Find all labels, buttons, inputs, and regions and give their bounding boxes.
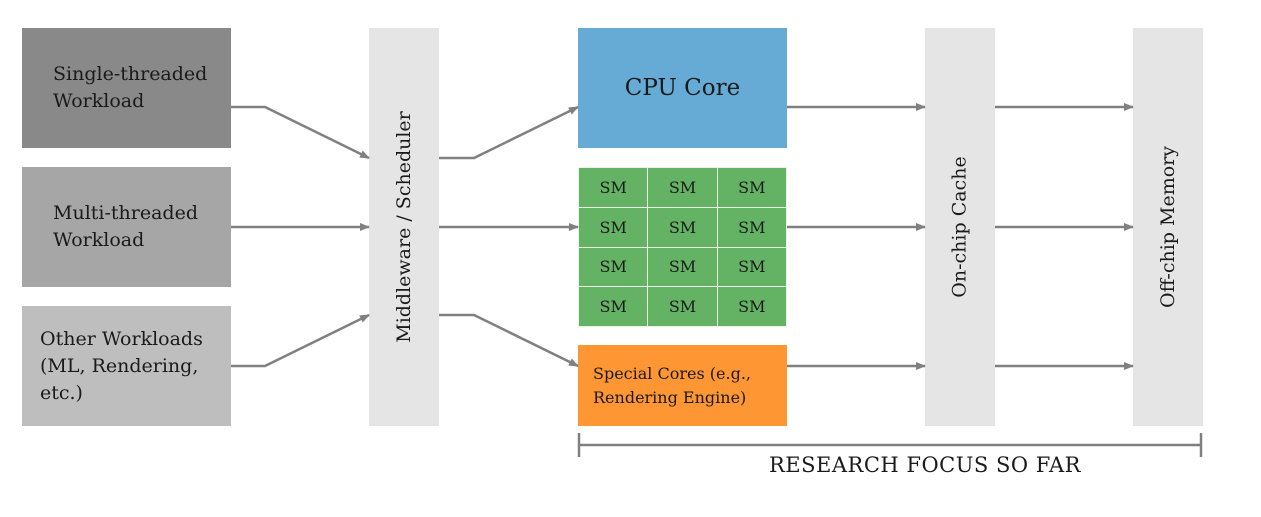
cpu-core: CPU Core [578, 28, 787, 148]
arrow-single-to-middleware [231, 105, 370, 160]
sm-cell: SM [717, 168, 786, 207]
on-chip-cache: On-chip Cache [925, 28, 995, 426]
cpu-core-label: CPU Core [624, 75, 741, 101]
research-focus-label: RESEARCH FOCUS SO FAR [768, 453, 1081, 477]
research-focus-bracket [577, 433, 1203, 457]
special-cores-label: Special Cores (e.g., Rendering Engine) [593, 363, 751, 407]
sm-cell: SM [717, 207, 786, 247]
workload-multi-threaded: Multi-threaded Workload [22, 167, 231, 287]
arrow-other-to-middleware [231, 313, 370, 368]
sm-cell: SM [717, 247, 786, 287]
sm-cell: SM [648, 207, 717, 247]
workload-other: Other Workloads (ML, Rendering, etc.) [22, 306, 231, 426]
arrow-middleware-to-special [439, 313, 579, 368]
sm-cell: SM [579, 168, 648, 207]
special-cores: Special Cores (e.g., Rendering Engine) [578, 345, 787, 426]
sm-cell: SM [579, 247, 648, 287]
sm-cell: SM [579, 207, 648, 247]
middleware-scheduler: Middleware / Scheduler [369, 28, 439, 426]
sm-cell: SM [648, 247, 717, 287]
workload-multi-threaded-label: Multi-threaded Workload [53, 202, 198, 251]
workload-other-label: Other Workloads (ML, Rendering, etc.) [40, 327, 203, 404]
gpu-sm-grid: SM SM SM SM SM SM SM SM SM SM SM SM [578, 167, 787, 327]
sm-cell: SM [648, 168, 717, 207]
workload-single-threaded: Single-threaded Workload [22, 28, 231, 148]
sm-cell: SM [717, 287, 786, 326]
sm-cell: SM [579, 287, 648, 326]
sm-cell: SM [648, 287, 717, 326]
arrow-middleware-to-cpu [439, 105, 579, 160]
workload-single-threaded-label: Single-threaded Workload [53, 63, 208, 112]
off-chip-memory: Off-chip Memory [1133, 28, 1203, 426]
